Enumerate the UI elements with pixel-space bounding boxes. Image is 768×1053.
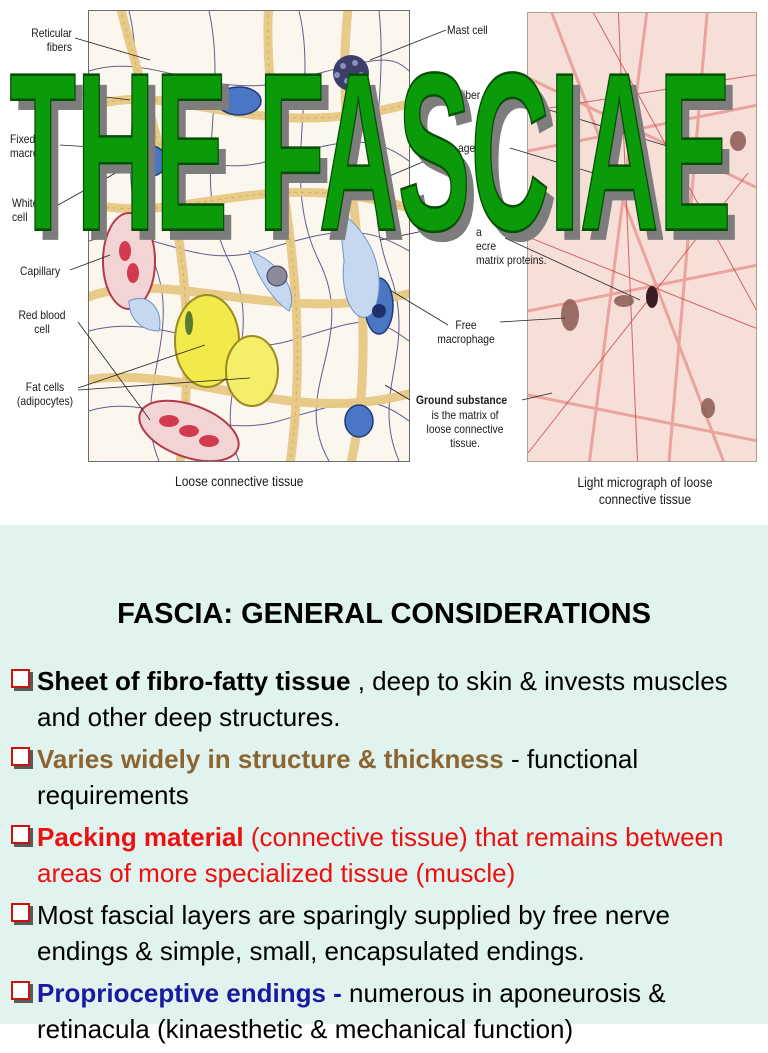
label-leader-lines xyxy=(57,29,681,421)
checkbox-bullet-icon xyxy=(11,669,30,688)
label-fat-cells: Fat cells (adipocytes) xyxy=(16,380,74,408)
bullet-text: - functional requirements xyxy=(37,744,639,810)
label-fibroblasts: Fibrob xyxy=(430,223,463,237)
content-area: FASCIA: GENERAL CONSIDERATIONS Sheet of … xyxy=(0,525,768,1044)
label-fixed-macrophage: Fixed macroph xyxy=(10,132,51,160)
bullet-text: Most fascial layers are sparingly suppli… xyxy=(37,900,670,966)
label-fibroblast-description: a ecre matrix proteins. xyxy=(476,225,547,267)
bullet-text: , deep to skin & invests muscles and oth… xyxy=(37,666,728,732)
label-ground-substance: Ground substance xyxy=(416,393,508,407)
slide-title: THE FASCIAE THE FASCIAE xyxy=(0,25,768,290)
caption-light-micrograph: Light micrograph of loose connective tis… xyxy=(577,474,713,507)
figure-area: Reticular fibers Melanoc Fixed macroph W… xyxy=(0,0,768,525)
micrograph-illustration xyxy=(528,13,756,461)
bullet-lead: Sheet of fibro-fatty tissue xyxy=(37,666,351,696)
bullet-item: Varies widely in structure & thickness -… xyxy=(10,741,760,813)
label-elastic-fibers: astic fiber xyxy=(436,88,481,102)
bullet-item: Most fascial layers are sparingly suppli… xyxy=(10,897,760,969)
bullet-text: (connective tissue) that remains between… xyxy=(37,822,724,888)
loose-connective-tissue-diagram xyxy=(88,10,410,462)
bullet-item: Proprioceptive endings - numerous in apo… xyxy=(10,975,760,1047)
bullet-item: Packing material (connective tissue) tha… xyxy=(10,819,760,891)
light-micrograph-image xyxy=(527,12,757,462)
bullet-lead: Packing material xyxy=(37,822,244,852)
checkbox-bullet-icon xyxy=(11,903,30,922)
label-mast-cell: Mast cell xyxy=(447,23,488,37)
bullet-item: Sheet of fibro-fatty tissue , deep to sk… xyxy=(10,663,760,735)
bullet-list: Sheet of fibro-fatty tissue , deep to sk… xyxy=(10,663,760,1053)
slide-title-shadow: THE FASCIAE xyxy=(17,37,739,289)
slide-title-graphic: THE FASCIAE THE FASCIAE xyxy=(8,25,739,289)
section-heading: FASCIA: GENERAL CONSIDERATIONS xyxy=(117,598,651,630)
checkbox-bullet-icon xyxy=(11,825,30,844)
label-red-blood-cell: Red blood cell xyxy=(18,308,66,336)
checkbox-bullet-icon xyxy=(11,981,30,1000)
caption-loose-connective-tissue: Loose connective tissue xyxy=(175,473,304,489)
label-reticular-fibers: Reticular fibers xyxy=(31,26,73,54)
label-free-macrophage: Free macrophage xyxy=(437,318,495,346)
diagram-illustration xyxy=(89,11,409,461)
label-collagen: agen xyxy=(458,141,481,155)
label-ground-substance-description: is the matrix of loose connective tissue… xyxy=(426,408,504,450)
bullet-lead: Varies widely in structure & thickness xyxy=(37,744,504,774)
label-capillary: Capillary xyxy=(20,264,61,278)
slide-title-text: THE FASCIAE xyxy=(9,30,731,279)
bullet-lead: Proprioceptive endings - xyxy=(37,978,342,1008)
checkbox-bullet-icon xyxy=(11,747,30,766)
label-melanocyte: Melanoc xyxy=(10,85,50,99)
label-white-blood-cell: White bl cell xyxy=(12,196,50,224)
